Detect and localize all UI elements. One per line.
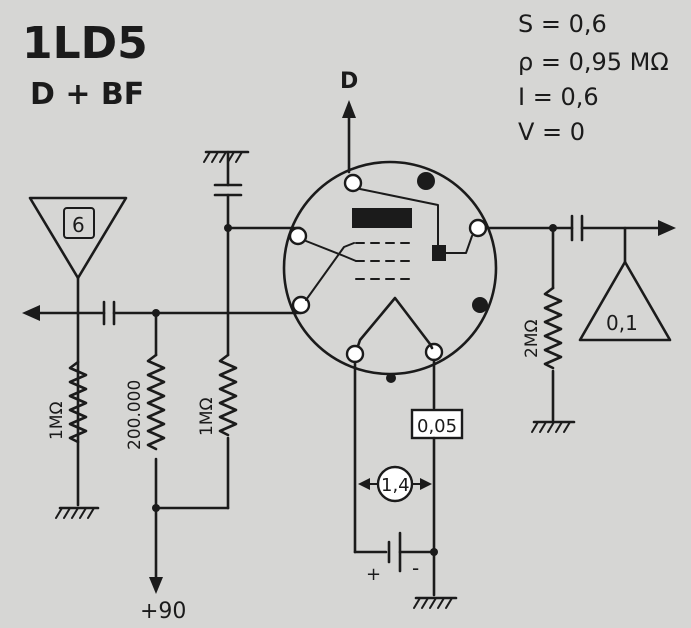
input-gain-label: 6 (72, 213, 85, 237)
param-i: I = 0,6 (518, 83, 599, 111)
filament-current-label: 0,05 (417, 416, 457, 437)
left-output-arrow (22, 305, 106, 321)
input-amplifier-triangle: 6 (28, 196, 128, 280)
screen-resistor-1mohm: 1MΩ (197, 353, 238, 437)
output-resistor-2mohm: 2MΩ (522, 286, 563, 370)
load-resistor-200k: 200.000 (125, 353, 166, 451)
filament-voltage-label: 1,4 (381, 475, 410, 496)
tube-envelope (282, 160, 498, 376)
tube-electrodes (305, 188, 473, 350)
diode-output-label: D (340, 69, 358, 94)
screen-resistor-label: 1MΩ (197, 398, 217, 436)
left-coupling-capacitor (102, 300, 116, 326)
load-resistor-label: 200.000 (125, 380, 145, 450)
battery-plus-label: + (366, 564, 381, 585)
supply-voltage-label: +90 (140, 599, 186, 624)
battery-cell (387, 531, 402, 573)
tube-pins (288, 172, 488, 383)
tube-function: D + BF (30, 77, 144, 112)
tube-name: 1LD5 (22, 18, 148, 69)
output-amplifier-triangle: 0,1 (578, 260, 672, 342)
param-rho: ρ = 0,95 MΩ (518, 48, 669, 76)
grid-resistor-label: 1MΩ (47, 402, 67, 440)
grid-resistor-1mohm: 1MΩ (47, 360, 88, 444)
param-v: V = 0 (518, 118, 585, 146)
output-resistor-label: 2MΩ (522, 320, 542, 358)
output-coupling-capacitor (570, 214, 584, 242)
param-s: S = 0,6 (518, 10, 607, 38)
ground-symbol-top (203, 150, 250, 163)
filament-current-box: 0,05 (410, 408, 464, 440)
bypass-capacitor (213, 183, 243, 197)
ground-symbol-left (55, 506, 100, 519)
ground-symbol-bottom (413, 596, 458, 609)
battery-minus-label: - (412, 556, 419, 580)
ground-symbol-right (531, 420, 576, 433)
output-gain-label: 0,1 (606, 311, 638, 335)
